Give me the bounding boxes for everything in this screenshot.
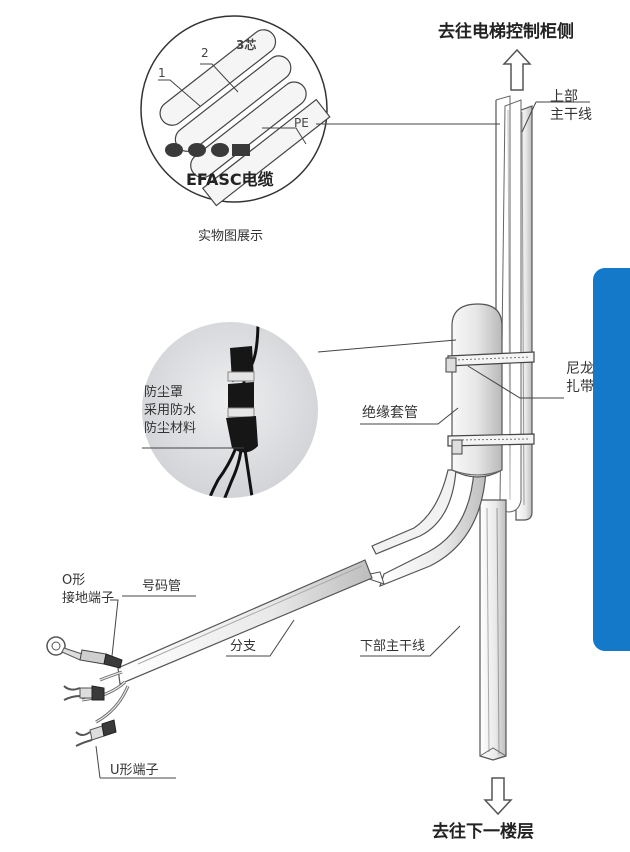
o-terminal-label: O形 接地端子 [62, 573, 115, 606]
upper-trunk-label: 上部 主干线 [550, 89, 592, 123]
photo-leader-lines [142, 339, 457, 449]
nylon-tie-upper [445, 351, 535, 373]
up-arrow-icon [502, 48, 532, 91]
core-label-2: 2 [201, 46, 209, 60]
cable-cross-section-circle [140, 15, 331, 207]
wire-inner [81, 671, 129, 723]
down-arrow-icon [483, 777, 513, 816]
title-to-next-floor: 去往下一楼层 [432, 822, 534, 842]
u-terminal-label: U形端子 [110, 763, 159, 778]
dust-cover-label: 防尘罩 采用防水 防尘材料 [144, 385, 197, 436]
insulation-sleeve [451, 303, 503, 478]
insulation-sleeve-label: 绝缘套管 [362, 405, 418, 421]
cable-caption: 实物图展示 [198, 229, 264, 244]
u-terminal-icon-2 [75, 719, 117, 747]
o-terminal-icon [46, 636, 123, 669]
u-terminal-icon-1 [63, 685, 105, 701]
core-label-1: 1 [158, 66, 166, 80]
branch-cable [117, 469, 487, 685]
core-count-label: 3芯 [236, 38, 257, 52]
dust-cover-photo [142, 322, 318, 498]
cable-name: EFASC电缆 [186, 170, 274, 189]
title-to-control-cabinet: 去往电梯控制柜侧 [438, 22, 574, 42]
label-leader-lines [95, 101, 590, 779]
marker-tube-label: 号码管 [142, 579, 182, 594]
pe-label: PE [294, 116, 309, 130]
lower-trunk-cable [479, 499, 507, 761]
nylon-tie-label: 尼龙 扎带 [566, 361, 594, 395]
nylon-tie-lower [447, 433, 535, 455]
lower-trunk-label: 下部主干线 [360, 639, 426, 654]
cross-section-leaders [158, 63, 500, 145]
side-tab[interactable] [593, 268, 630, 651]
branch-label: 分支 [230, 639, 257, 654]
